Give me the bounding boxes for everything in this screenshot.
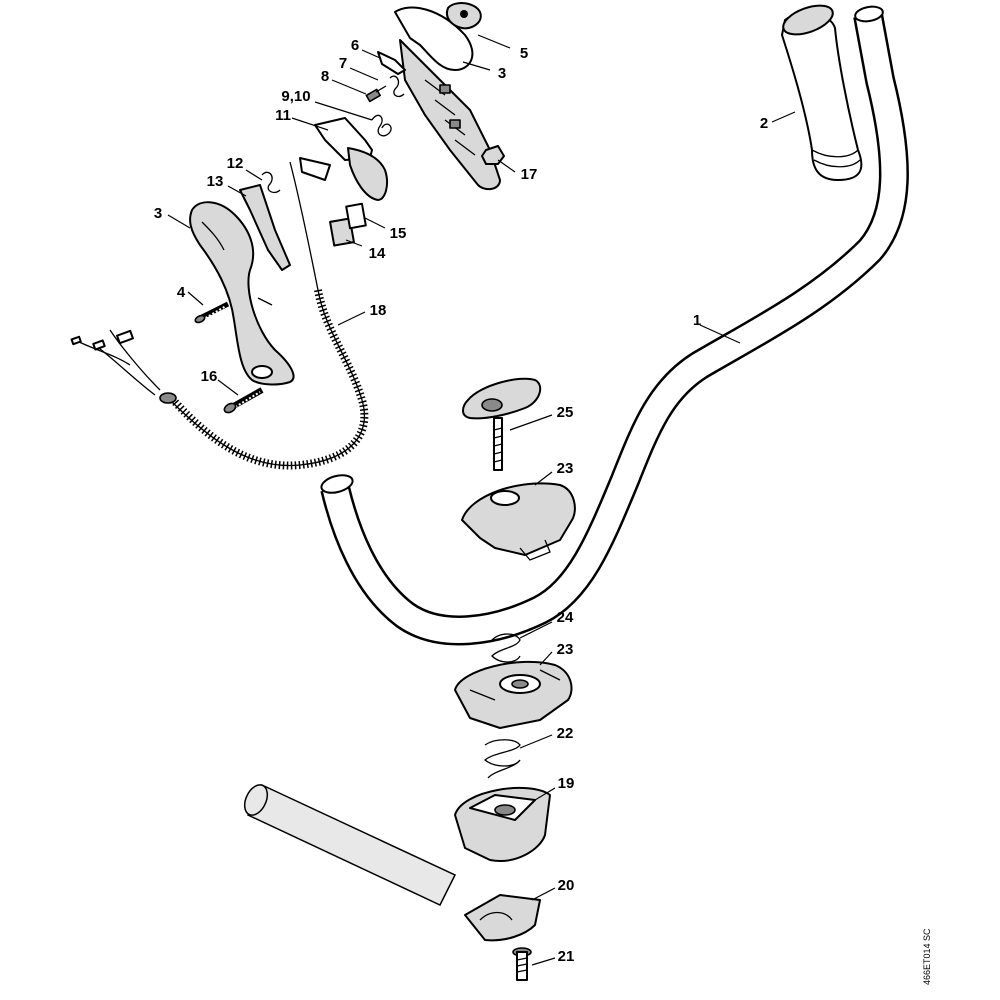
callout-1: 1 bbox=[693, 312, 701, 329]
drive-shaft-tube bbox=[243, 784, 457, 906]
callout-15: 15 bbox=[390, 225, 407, 242]
callout-labels: 1 2 3 3 4 5 6 7 8 9,10 11 12 13 14 15 16… bbox=[154, 37, 768, 965]
trigger-lever-11 bbox=[314, 117, 388, 201]
clamp-cap-23-upper bbox=[461, 482, 576, 561]
handlebar-tube bbox=[320, 5, 909, 646]
callout-6: 6 bbox=[351, 37, 359, 54]
callout-7: 7 bbox=[339, 55, 347, 72]
handle-housing-upper bbox=[394, 6, 501, 191]
spring-22 bbox=[483, 739, 521, 779]
small-clip-6 bbox=[377, 51, 406, 75]
drawing-code: 466ET014 SC bbox=[922, 928, 932, 985]
callout-3-upper: 3 bbox=[498, 65, 506, 82]
spring-24 bbox=[491, 633, 521, 663]
callout-8: 8 bbox=[321, 68, 329, 85]
callout-13: 13 bbox=[207, 173, 224, 190]
screw-4 bbox=[194, 301, 230, 324]
callout-3-lower: 3 bbox=[154, 205, 162, 222]
plate-14 bbox=[329, 217, 355, 247]
callout-5: 5 bbox=[520, 45, 528, 62]
callout-23-upper: 23 bbox=[557, 460, 574, 477]
callout-18: 18 bbox=[370, 302, 387, 319]
callout-21: 21 bbox=[558, 948, 575, 965]
screw-8 bbox=[365, 85, 387, 103]
callout-4: 4 bbox=[177, 284, 186, 301]
clamp-housing-19 bbox=[454, 787, 551, 862]
clamp-base-23-lower bbox=[454, 660, 573, 729]
callout-22: 22 bbox=[557, 725, 574, 742]
spring-7 bbox=[389, 75, 405, 98]
springs-9-10 bbox=[371, 114, 392, 137]
wing-screw-25 bbox=[462, 377, 542, 471]
right-grip bbox=[781, 4, 863, 181]
lever-13 bbox=[239, 184, 291, 271]
callout-25: 25 bbox=[557, 404, 574, 421]
callout-14: 14 bbox=[369, 245, 386, 262]
bolt-21 bbox=[512, 947, 532, 981]
nut-17 bbox=[481, 145, 505, 165]
throttle-cable-18 bbox=[70, 157, 369, 470]
callout-16: 16 bbox=[201, 368, 218, 385]
callout-2: 2 bbox=[760, 115, 768, 132]
handle-housing-lower bbox=[189, 201, 295, 386]
callout-19: 19 bbox=[558, 775, 575, 792]
screw-16 bbox=[223, 387, 264, 414]
callout-11: 11 bbox=[275, 107, 291, 124]
callout-23-lower: 23 bbox=[557, 641, 574, 658]
callout-24: 24 bbox=[557, 609, 574, 626]
callout-12: 12 bbox=[227, 155, 244, 172]
adjust-knob bbox=[446, 2, 482, 30]
clamp-half-20 bbox=[464, 894, 541, 942]
leader-lines bbox=[167, 34, 796, 966]
plate-15 bbox=[345, 202, 367, 230]
spring-12 bbox=[261, 171, 281, 194]
callout-9-10: 9,10 bbox=[281, 88, 310, 105]
callout-17: 17 bbox=[521, 166, 538, 183]
callout-20: 20 bbox=[558, 877, 575, 894]
